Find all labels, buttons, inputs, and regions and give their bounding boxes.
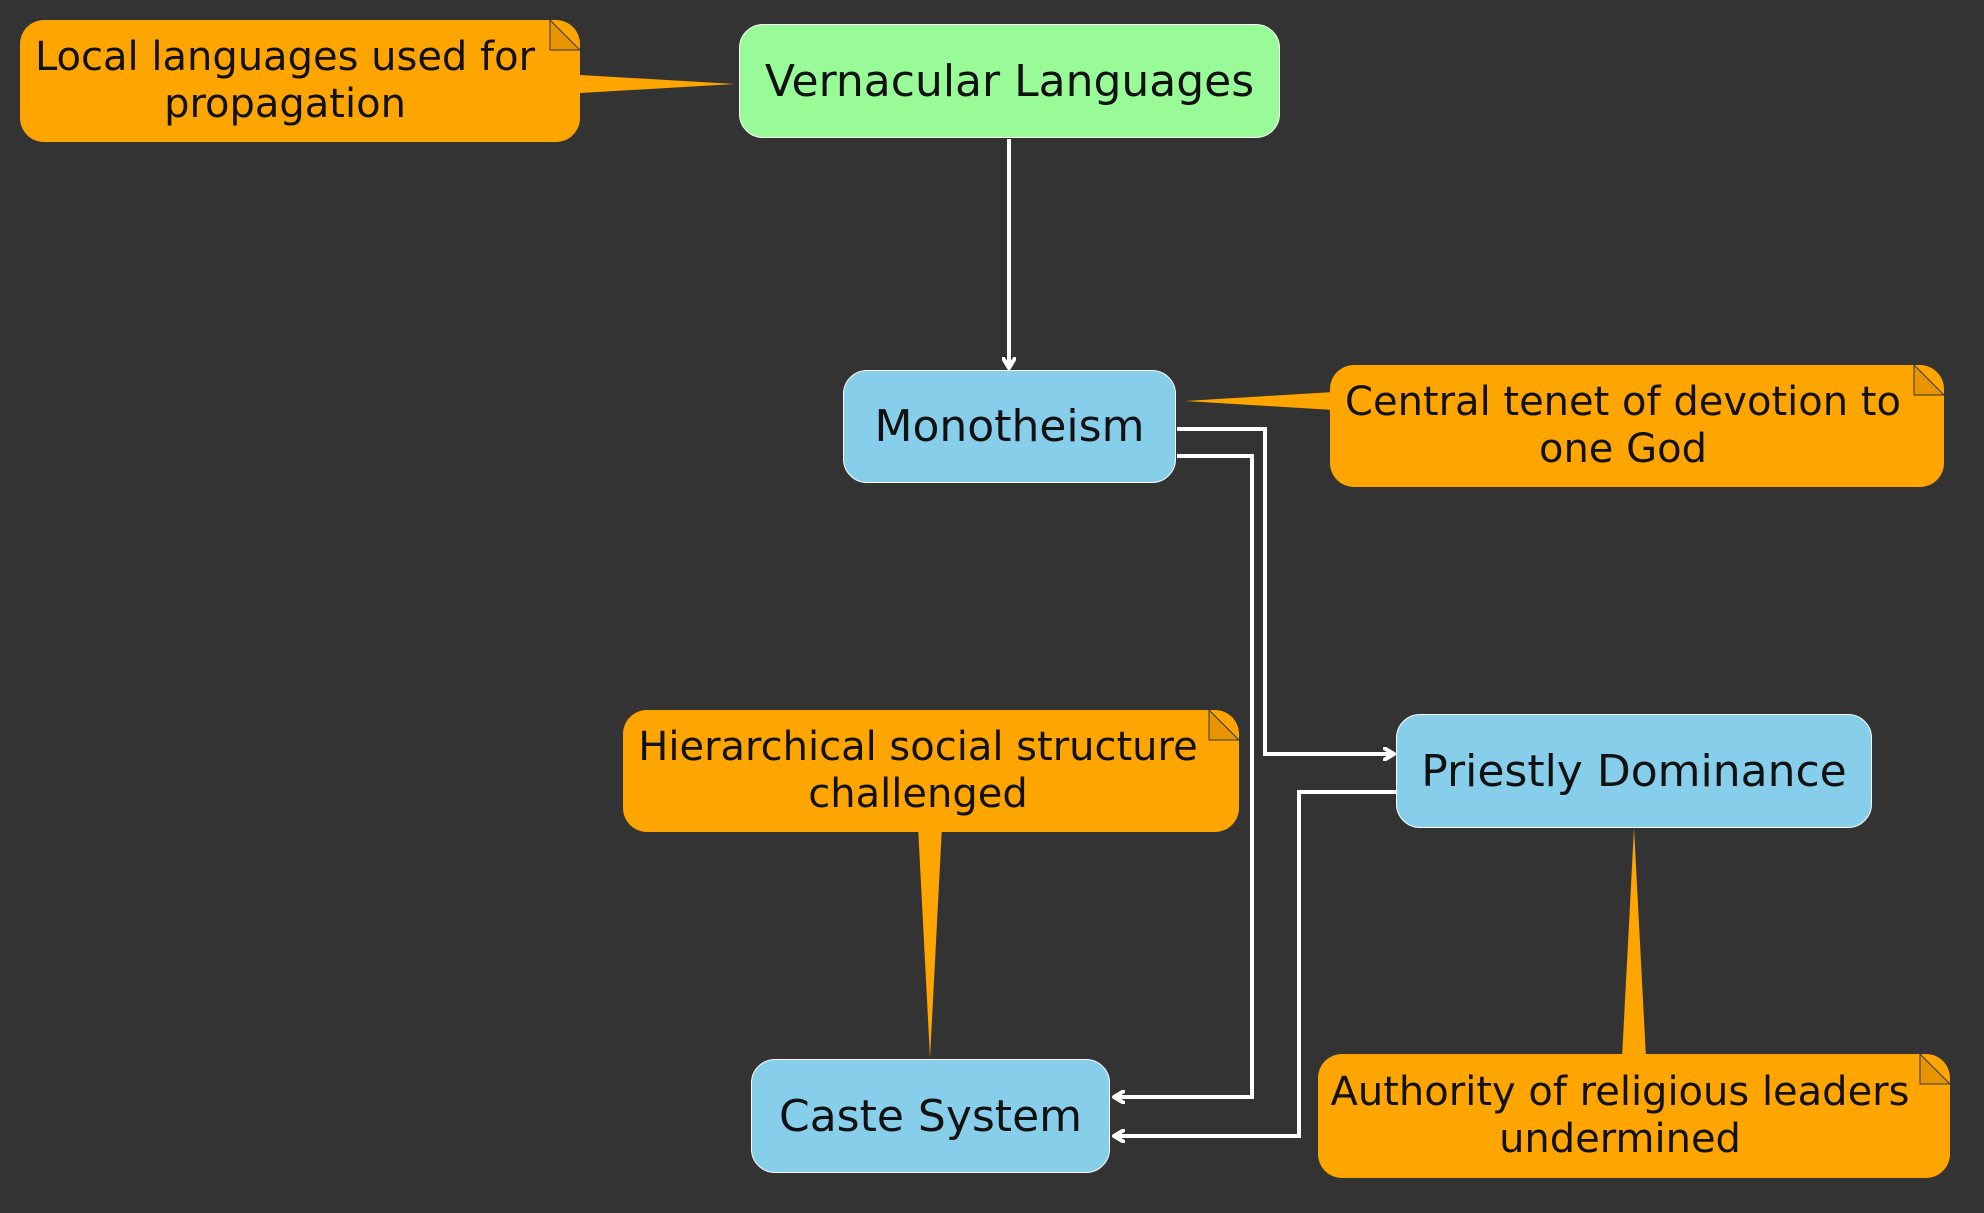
note-vernacular-text: Local languages used for propagation: [34, 34, 536, 127]
note-priestly-text: Authority of religious leaders undermine…: [1330, 1069, 1910, 1162]
node-caste-system[interactable]: Caste System: [751, 1059, 1110, 1173]
edge-monotheism-to-priestly: [1177, 427, 1394, 754]
node-vernacular-languages[interactable]: Vernacular Languages: [739, 24, 1280, 138]
node-priestly-dominance[interactable]: Priestly Dominance: [1396, 714, 1872, 828]
note-vernacular-shape: [20, 18, 735, 142]
node-monotheism[interactable]: Monotheism: [843, 370, 1176, 483]
edge-priestly-to-caste: [1114, 790, 1396, 1136]
note-monotheism-text: Central tenet of devotion to one God: [1345, 379, 1901, 472]
node-caste-system-label: Caste System: [779, 1090, 1082, 1142]
note-caste-text: Hierarchical social structure challenged: [638, 724, 1198, 817]
edge-monotheism-to-caste: [1114, 454, 1254, 1097]
node-monotheism-label: Monotheism: [874, 401, 1145, 452]
node-vernacular-languages-label: Vernacular Languages: [764, 55, 1255, 107]
note-priestly-shape: [1318, 828, 1952, 1178]
node-priestly-dominance-label: Priestly Dominance: [1421, 745, 1847, 797]
note-caste-shape: [623, 708, 1241, 1058]
note-monotheism-shape: [1185, 363, 1946, 487]
